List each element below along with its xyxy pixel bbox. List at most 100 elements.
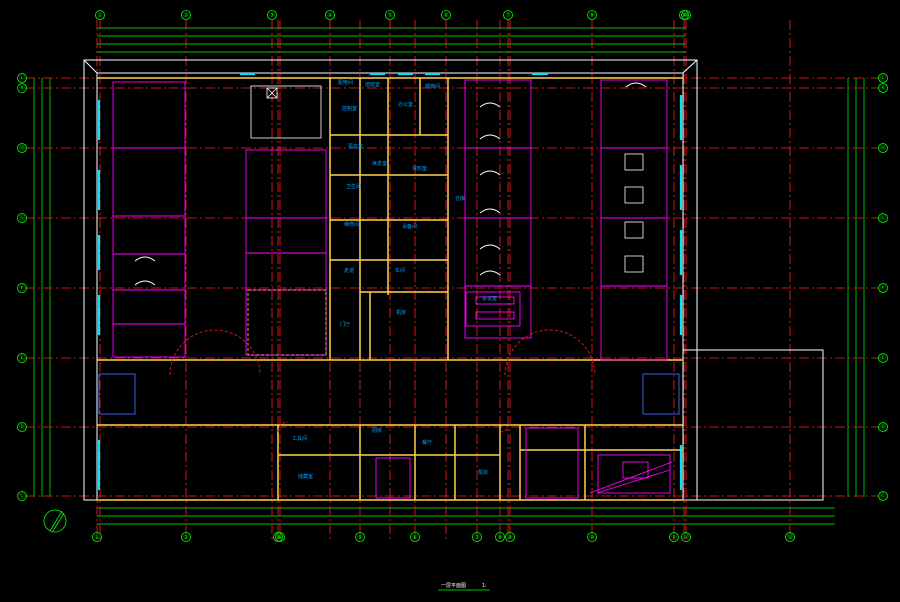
svg-text:⑩: ⑩ (683, 12, 688, 19)
grid-bubble-top: ⑧ (587, 10, 597, 20)
grid-bubble-left: Ⓖ (17, 213, 27, 223)
magenta-partitions (112, 79, 673, 499)
windows (97, 72, 683, 490)
grid-bubble-left: Ⓗ (17, 143, 27, 153)
grid-bubble-left: Ⓒ (17, 491, 27, 501)
svg-text:⑫: ⑫ (683, 533, 689, 541)
grid-bubble-top: ⑤ (385, 10, 395, 20)
room-labels: 配电间值班室楼梯间控制室办公室更衣室休息室资料室卫生间仓库维修间设备间走道车间门… (292, 79, 497, 480)
svg-text:①: ① (94, 534, 99, 541)
grid-bubble-right: Ⓚ (878, 83, 888, 93)
bay-chevron (134, 256, 156, 262)
svg-text:⑦: ⑦ (505, 12, 510, 19)
svg-text:⑥: ⑥ (412, 534, 417, 541)
grid-bubble-left: Ⓔ (17, 353, 27, 363)
bay-chevron (479, 244, 501, 250)
room-label: 餐厅 (422, 439, 432, 446)
bay-chevron (479, 270, 501, 276)
room-label: 资料室 (412, 165, 427, 172)
room-label: 泵房 (478, 469, 488, 476)
grid-bubble-bottom: ⑪ (669, 532, 679, 542)
grid-bubble-top: ① (95, 10, 105, 20)
svg-text:Ⓒ: Ⓒ (880, 492, 886, 500)
grid-bubble-left: Ⓛ (17, 73, 27, 83)
room-label: 工具间 (292, 435, 307, 442)
side-dimension-lines (33, 78, 865, 497)
grid-bubble-bottom: ⑥ (410, 532, 420, 542)
grid-bubble-top: ② (181, 10, 191, 20)
svg-text:①: ① (97, 12, 102, 19)
grid-bubble-left: Ⓚ (17, 83, 27, 93)
main-walls (97, 77, 683, 501)
svg-text:Ⓚ: Ⓚ (880, 84, 886, 92)
room-label: 车间 (395, 267, 405, 274)
room-label: 楼梯间 (425, 83, 440, 90)
grid-bubble-top: ④ (325, 10, 335, 20)
grid-bubble-bottom: ⑬ (785, 532, 795, 542)
building-outline (83, 59, 824, 501)
svg-text:Ⓚ: Ⓚ (19, 84, 25, 92)
room-label: 设备间 (402, 223, 417, 230)
svg-text:④: ④ (277, 534, 282, 541)
grid-bubble-bottom: ⑤ (355, 532, 365, 542)
room-label: 卫生间 (346, 183, 361, 190)
room-label: 办公室 (398, 101, 413, 108)
drawing-scale: 1: (482, 583, 487, 589)
svg-text:Ⓔ: Ⓔ (19, 354, 25, 362)
grid-bubble-bottom: ⑧ (495, 532, 505, 542)
svg-text:⑩: ⑩ (589, 534, 594, 541)
svg-text:Ⓛ: Ⓛ (880, 74, 886, 82)
grid-bubble-bottom: ⑨ (505, 532, 515, 542)
room-label: 控制室 (342, 105, 357, 112)
svg-text:Ⓗ: Ⓗ (880, 144, 886, 152)
room-label: 维修间 (344, 221, 359, 228)
vertical-axis-lines (96, 20, 791, 540)
horizontal-axis-lines (25, 77, 880, 497)
grid-bubble-right: Ⓓ (878, 422, 888, 432)
bay-chevron (479, 134, 501, 140)
drawing-title-block: 一层平面图 1: (438, 583, 490, 591)
room-label: 储藏室 (298, 473, 313, 480)
svg-text:Ⓛ: Ⓛ (19, 74, 25, 82)
room-label: 会议室 (482, 295, 497, 302)
svg-text:⑦: ⑦ (474, 534, 479, 541)
svg-text:⑬: ⑬ (787, 533, 793, 541)
svg-text:⑤: ⑤ (387, 12, 392, 19)
svg-text:Ⓖ: Ⓖ (880, 214, 886, 222)
grid-bubble-right: Ⓛ (878, 73, 888, 83)
svg-text:②: ② (183, 534, 188, 541)
grid-bubble-bottom: ③ (273, 532, 283, 542)
north-arrow-icon (43, 509, 67, 533)
grid-bubble-top: ③ (267, 10, 277, 20)
grid-bubble-right: Ⓔ (878, 353, 888, 363)
svg-text:⑪: ⑪ (671, 533, 677, 541)
bay-chevron (479, 170, 501, 176)
room-label: 走道 (344, 267, 354, 274)
svg-text:⑨: ⑨ (507, 534, 512, 541)
bay-chevron (479, 208, 501, 214)
svg-text:⑧: ⑧ (497, 534, 502, 541)
svg-text:Ⓔ: Ⓔ (880, 354, 886, 362)
grid-bubble-bottom: ④ (275, 532, 285, 542)
svg-text:Ⓗ: Ⓗ (19, 144, 25, 152)
room-label: 仓库 (455, 195, 465, 202)
grid-bubble-bottom: ⑦ (472, 532, 482, 542)
svg-text:Ⓖ: Ⓖ (19, 214, 25, 222)
room-label: 门厅 (340, 321, 350, 328)
svg-text:③: ③ (275, 534, 280, 541)
room-label: 更衣室 (348, 143, 363, 150)
svg-text:⑤: ⑤ (357, 534, 362, 541)
room-label: 机房 (396, 309, 406, 316)
door-swings (169, 329, 596, 433)
grid-bubble-left: Ⓓ (17, 422, 27, 432)
grid-bubble-right: Ⓕ (878, 283, 888, 293)
room-label: 厨房 (372, 427, 382, 434)
grid-bubble-bottom: ② (181, 532, 191, 542)
room-label: 休息室 (372, 160, 387, 167)
svg-text:②: ② (183, 12, 188, 19)
grid-bubble-top: ⑦ (503, 10, 513, 20)
bay-chevron (625, 82, 647, 88)
bottom-dimension-lines (97, 507, 835, 525)
grid-bubble-right: Ⓖ (878, 213, 888, 223)
